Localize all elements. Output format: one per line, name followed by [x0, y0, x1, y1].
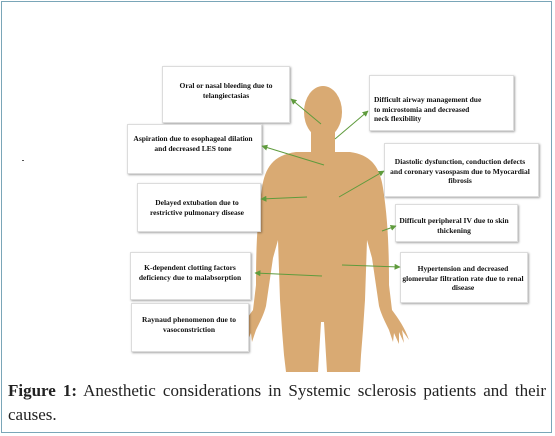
arrows: [254, 98, 401, 277]
label-iv: Difficult peripheral IV due to skin thic…: [399, 216, 509, 235]
label-oral-bleeding: Oral or nasal bleeding due to telangiect…: [179, 81, 273, 100]
box-airway: [369, 75, 514, 131]
label-hypertension: Hypertension and decreased glomerular fi…: [402, 264, 524, 292]
body-silhouette: [236, 86, 409, 372]
label-extubation: Delayed extubation due to restrictive pu…: [149, 198, 244, 217]
diagram: Oral or nasal bleeding due to telangiect…: [127, 66, 539, 372]
arrow-clotting: [254, 270, 323, 277]
box-raynaud: [131, 303, 249, 352]
box-oral-bleeding: [162, 66, 290, 123]
box-extubation: [137, 183, 261, 232]
figure-caption: Figure 1: Anesthetic considerations in S…: [8, 379, 546, 427]
caption-text: Anesthetic considerations in Systemic sc…: [8, 381, 546, 424]
arrow-iv: [381, 224, 397, 232]
arrow-oral-bleeding: [290, 98, 322, 125]
stray-dot: [22, 160, 24, 161]
arrow-aspiration: [261, 144, 325, 166]
box-hypertension: [400, 252, 528, 303]
arrow-airway: [334, 110, 369, 140]
arrow-diastolic: [338, 170, 385, 198]
box-iv: [395, 204, 518, 242]
label-diastolic: Diastolic dysfunction, conduction defect…: [390, 157, 530, 185]
human-body-figure: [236, 86, 409, 372]
arrow-extubation: [260, 195, 308, 202]
label-aspiration: Aspiration due to esophageal dilation an…: [133, 134, 253, 153]
label-airway: Difficult airway management due to micro…: [374, 95, 482, 123]
box-clotting: [130, 252, 251, 300]
box-aspiration: [127, 124, 262, 174]
label-clotting: K-dependent clotting factors deficiency …: [138, 263, 242, 282]
arrow-hypertension: [341, 263, 401, 270]
box-diastolic: [384, 143, 539, 197]
label-raynaud: Raynaud phenomenon due to vasoconstricti…: [142, 315, 236, 334]
caption-label: Figure 1:: [8, 381, 78, 400]
